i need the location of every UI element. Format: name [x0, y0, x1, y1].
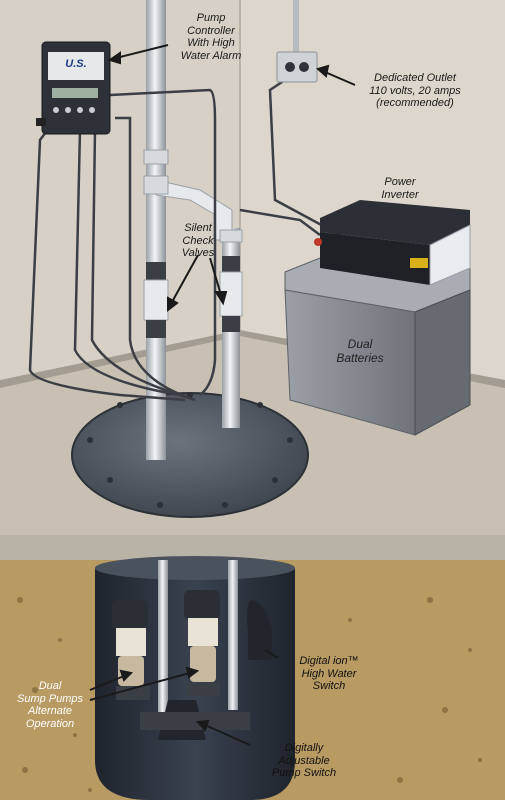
power-inverter: [314, 200, 471, 286]
check-valve-right: [219, 256, 243, 332]
pipe-coupling-right: [219, 229, 243, 243]
dedicated-outlet: [276, 0, 318, 83]
control-wires: [28, 78, 341, 402]
label-dedicated-outlet-line: Dedicated Outlet: [374, 72, 456, 84]
pit-opening: [95, 556, 295, 580]
sump-pump-right: [184, 590, 220, 696]
main-discharge-pipe: [146, 0, 166, 460]
label-high-water-switch-line: High Water: [301, 667, 357, 680]
label-leader-lines: [89, 44, 356, 746]
label-silent-check-valves-line: Valves: [181, 247, 215, 260]
discharge-pipe-right: [228, 560, 238, 710]
label-high-water-switch-line: Digital ion™: [299, 655, 359, 667]
label-dual-batteries: Dual Batteries: [320, 337, 400, 366]
label-pump-controller-line: Pump: [196, 12, 226, 24]
label-dedicated-outlet-line: (recommended): [376, 97, 454, 110]
label-high-water-switch-line: Switch: [312, 680, 346, 693]
label-pump-switch-line: Digitally: [284, 742, 324, 754]
pipe-coupling-top: [143, 149, 169, 165]
label-pump-controller-line: Water Alarm: [180, 49, 242, 62]
label-dual-batteries-line: Batteries: [336, 350, 384, 365]
sump-pump-left: [112, 600, 150, 700]
label-dual-sump-pumps-line: Sump Pumps: [16, 692, 84, 705]
label-pump-controller: Pump Controller With High Water Alarm: [170, 12, 252, 63]
label-silent-check-valves: Silent Check Valves: [170, 222, 226, 260]
label-dual-sump-pumps-line: Dual: [38, 680, 62, 692]
label-power-inverter-line: Inverter: [381, 188, 419, 201]
label-pump-switch-line: Adjustable: [278, 754, 330, 767]
label-dual-batteries-line: Dual: [347, 337, 373, 351]
pipe-coupling-mid: [143, 175, 169, 195]
pump-controller: [36, 41, 111, 135]
label-pump-switch-line: Pump Switch: [271, 767, 337, 780]
label-dedicated-outlet-line: 110 volts, 20 amps: [369, 84, 461, 97]
discharge-pipe-left: [158, 560, 168, 720]
high-water-switch-body: [246, 600, 272, 660]
label-silent-check-valves-line: Silent: [184, 222, 212, 234]
check-valve-left: [143, 262, 169, 338]
label-dual-sump-pumps-line: Alternate: [27, 705, 73, 718]
sump-lid: [71, 392, 309, 518]
label-high-water-switch: Digital ion™ High Water Switch: [280, 655, 378, 693]
label-power-inverter: Power Inverter: [360, 176, 440, 201]
controller-logo: U.S.: [65, 58, 87, 70]
label-pump-controller-line: With High: [187, 37, 235, 50]
label-silent-check-valves-line: Check: [182, 234, 214, 247]
label-dedicated-outlet: Dedicated Outlet 110 volts, 20 amps (rec…: [355, 72, 475, 110]
label-power-inverter-line: Power: [384, 176, 416, 188]
label-dual-sump-pumps: Dual Sump Pumps Alternate Operation: [4, 680, 96, 731]
gravel: [17, 597, 482, 792]
pit-base: [140, 712, 250, 730]
label-pump-controller-line: Controller: [187, 24, 235, 37]
lid-bolts: [87, 392, 293, 508]
label-dual-sump-pumps-line: Operation: [25, 717, 75, 730]
label-pump-switch: Digitally Adjustable Pump Switch: [254, 742, 354, 780]
